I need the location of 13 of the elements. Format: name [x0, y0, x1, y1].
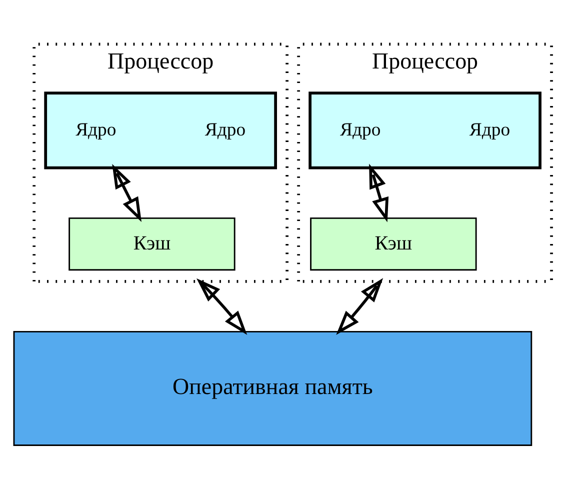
- cluster: [44, 91, 277, 169]
- arrow: [196, 278, 248, 334]
- node-box: Кэш: [68, 216, 236, 270]
- arrow: [112, 163, 142, 222]
- arrow: [336, 278, 384, 334]
- node-text: Ядро: [469, 118, 510, 140]
- node-text: Ядро: [204, 118, 246, 140]
- cluster: [308, 91, 542, 169]
- node-text: Ядро: [340, 118, 381, 140]
- node-box: Оперативная память: [13, 330, 532, 446]
- arrow: [369, 163, 389, 222]
- node-box: Кэш: [310, 216, 477, 270]
- node-text: Ядро: [76, 118, 116, 140]
